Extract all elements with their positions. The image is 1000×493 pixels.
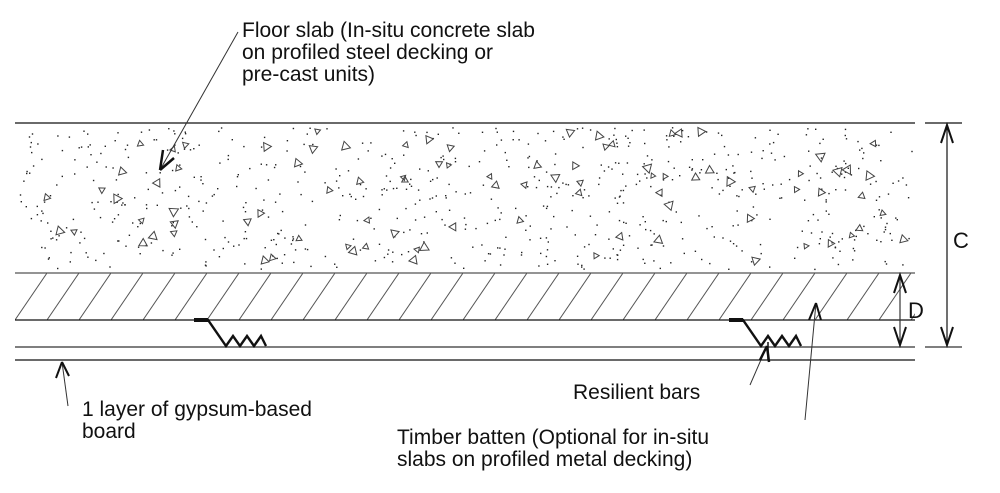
resilient-bar-profile-right bbox=[729, 318, 803, 349]
timber-batten-layer bbox=[15, 272, 915, 321]
leader-timber-batten bbox=[804, 302, 822, 421]
label-resilient-bars: Resilient bars bbox=[573, 381, 701, 404]
resilient-bars-layer bbox=[15, 318, 915, 349]
label-floor-slab: Floor slab (In-situ concrete slab on pro… bbox=[242, 19, 535, 86]
label-gypsum-board: 1 layer of gypsum-based board bbox=[82, 398, 312, 443]
label-timber-batten: Timber batten (Optional for in-situ slab… bbox=[397, 426, 710, 471]
floor-slab-layer bbox=[15, 122, 915, 271]
dimension-label-d: D bbox=[908, 298, 924, 323]
resilient-bar-profile-left bbox=[194, 318, 268, 349]
leader-gypsum-board bbox=[55, 361, 70, 407]
leader-resilient-bars bbox=[749, 342, 771, 386]
dimension-c bbox=[925, 121, 962, 349]
dimension-label-c: C bbox=[953, 228, 969, 253]
leader-floor-slab bbox=[158, 31, 239, 171]
dimension-d bbox=[893, 271, 907, 349]
